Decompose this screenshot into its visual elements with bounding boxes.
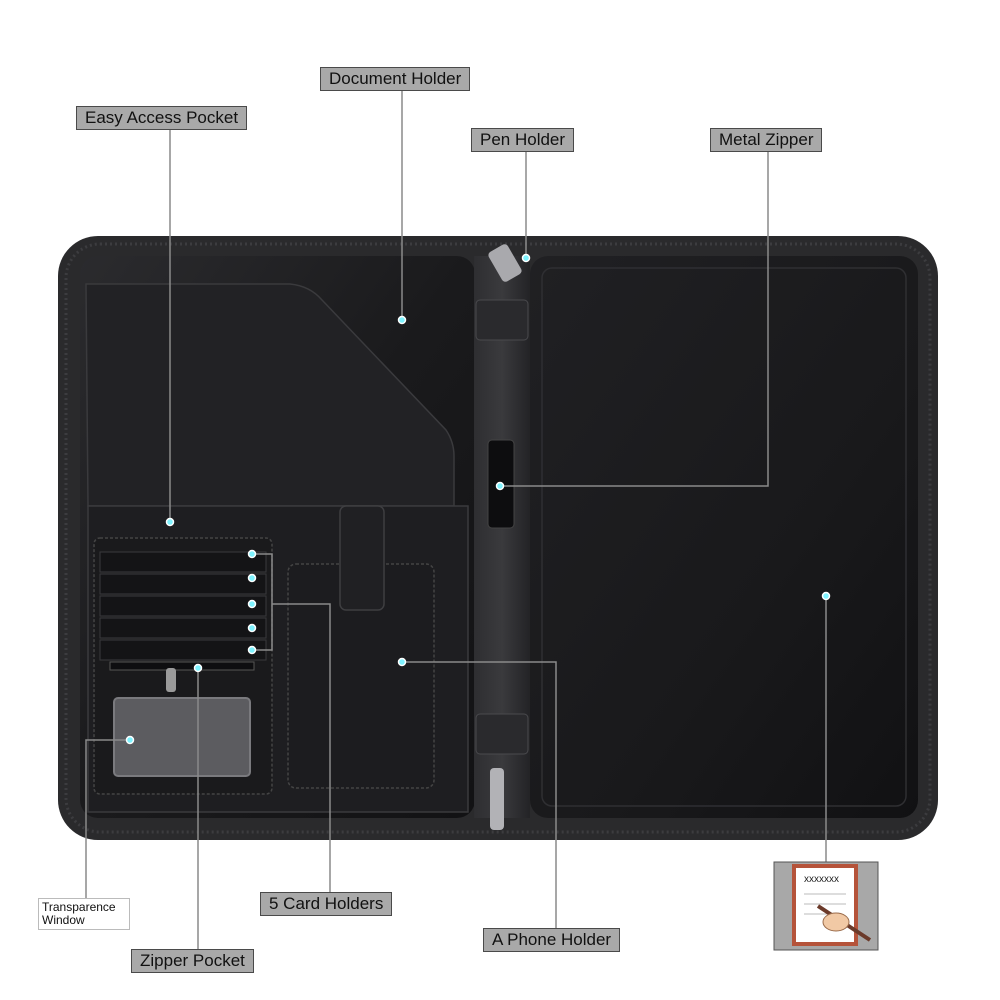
- padfolio-zipper-tape: [64, 242, 932, 834]
- notepad-area: [541, 267, 907, 807]
- callout-lines: [85, 90, 827, 950]
- card-slot: [99, 617, 267, 639]
- card-slot: [99, 639, 267, 661]
- label-easy-access-pocket: Easy Access Pocket: [76, 106, 248, 130]
- label-five-card-holders: 5 Card Holders: [260, 892, 393, 916]
- label-a-phone-holder: A Phone Holder: [483, 928, 621, 952]
- card-slot: [99, 573, 267, 595]
- phone-holder-tab: [339, 505, 385, 611]
- callout-dots: [125, 253, 831, 745]
- label-transparence-window: Transparence Window: [38, 898, 130, 930]
- pen-loop-bottom: [475, 713, 529, 755]
- notepad-writing-hand-icon: [773, 861, 879, 951]
- document-holder-pocket: [85, 283, 455, 507]
- label-zipper-pocket: Zipper Pocket: [131, 949, 254, 973]
- card-slot: [99, 595, 267, 617]
- label-pen-holder: Pen Holder: [471, 128, 575, 152]
- label-metal-zipper: Metal Zipper: [710, 128, 823, 152]
- label-transparence-window-line2: Window: [42, 913, 85, 927]
- zipper-pocket-zip: [109, 661, 255, 671]
- pen-loop-top: [475, 299, 529, 341]
- transparence-window: [113, 697, 251, 777]
- card-slot: [99, 551, 267, 573]
- metal-zipper-pull-top: [488, 244, 522, 282]
- metal-zipper-pull-bottom: [490, 768, 504, 830]
- right-panel: [530, 256, 918, 818]
- label-transparence-window-line1: Transparence: [42, 900, 116, 914]
- notepad-text: xxxxxxx: [804, 874, 839, 885]
- zipper-pocket-pull: [166, 668, 176, 692]
- label-document-holder: Document Holder: [320, 67, 471, 91]
